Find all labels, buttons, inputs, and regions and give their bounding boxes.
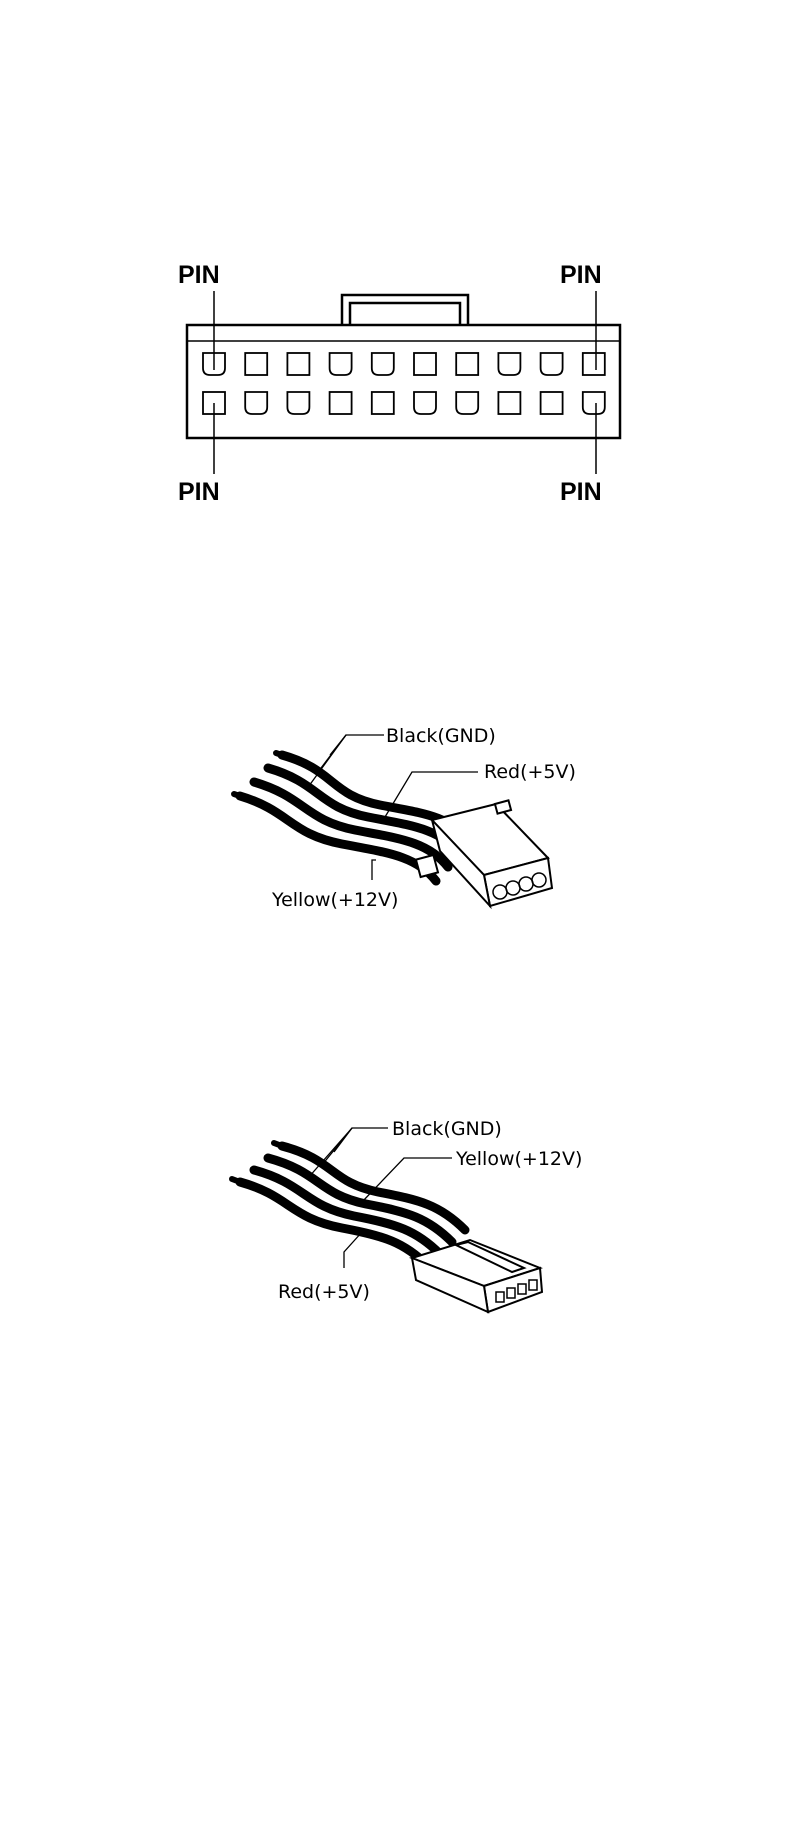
pin-top-2 [245,353,267,375]
pin-grid [203,353,605,414]
connector-latch [342,295,468,325]
pin-top-7 [456,353,478,375]
pin-bottom-4 [330,392,352,414]
pin-top-4 [330,353,352,375]
pin-bottom-5 [372,392,394,414]
pin-label-top-right: PIN [560,261,602,289]
floppy-label-black: Black(GND) [392,1118,502,1140]
pin-bottom-9 [541,392,563,414]
pin-top-6 [414,353,436,375]
pin-label-top-left: PIN [178,261,220,289]
pin-top-9 [541,353,563,375]
pin-top-8 [498,353,520,375]
connector-housing [187,325,620,438]
pin-bottom-10 [583,392,605,414]
pin-bottom-3 [287,392,309,414]
molex-label-black: Black(GND) [386,725,496,747]
floppy-label-yellow: Yellow(+12V) [455,1148,582,1170]
atx-power-connector-diagram: PIN PIN PIN PIN [0,220,810,520]
pin-leader-lines [214,291,596,474]
floppy-power-connector-diagram: Black(GND) Yellow(+12V) Red(+5V) [0,1110,810,1350]
pin-bottom-2 [245,392,267,414]
pin-bottom-6 [414,392,436,414]
pin-label-bottom-right: PIN [560,478,602,506]
pin-label-bottom-left: PIN [178,478,220,506]
molex-label-yellow: Yellow(+12V) [271,889,398,911]
pin-top-5 [372,353,394,375]
pin-top-10 [583,353,605,375]
pin-bottom-8 [498,392,520,414]
molex-label-red: Red(+5V) [484,761,576,783]
floppy-label-red: Red(+5V) [278,1281,370,1303]
molex-power-connector-diagram: Black(GND) Red(+5V) Yellow(+12V) [0,710,810,970]
pin-top-3 [287,353,309,375]
pin-bottom-7 [456,392,478,414]
